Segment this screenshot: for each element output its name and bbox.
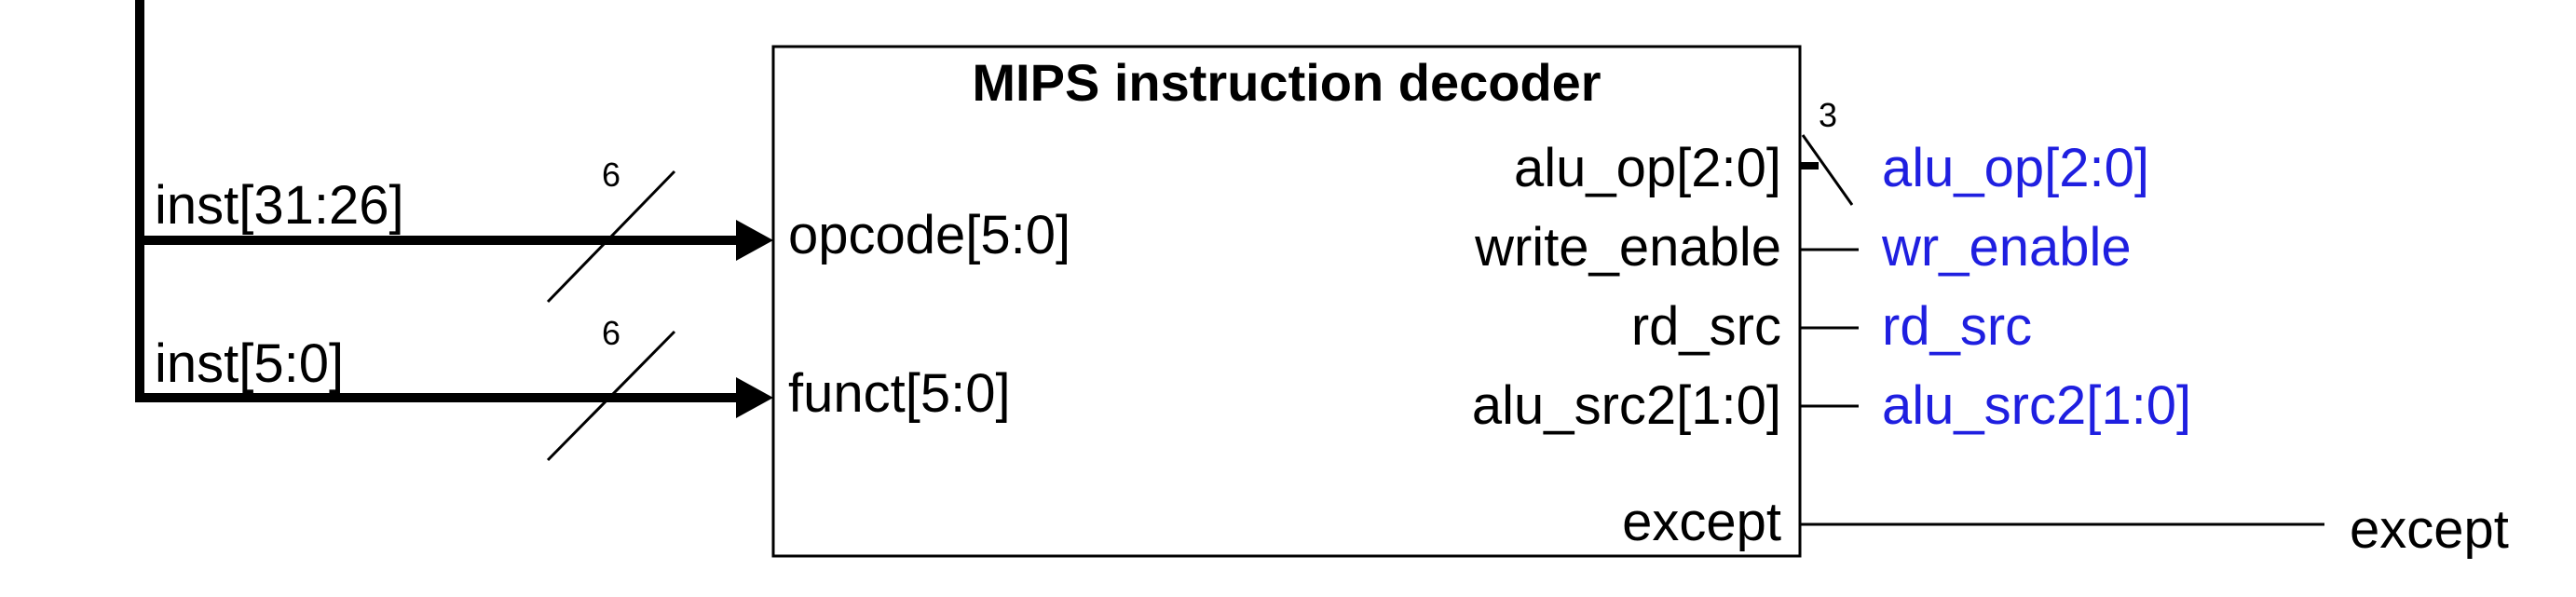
opcode-port-label: opcode[5:0] (788, 205, 1070, 265)
block-title: MIPS instruction decoder (972, 53, 1601, 112)
opcode-width-label: 6 (602, 156, 620, 194)
wr-enable-signal-label: wr_enable (1881, 217, 2132, 278)
funct-input-arrowhead (736, 377, 773, 418)
except-signal-label: except (2350, 499, 2509, 560)
funct-width-label: 6 (602, 314, 620, 352)
decoder-block (771, 45, 1802, 558)
alu-op-width-slash (1801, 134, 1854, 206)
alu-src2-port-label: alu_src2[1:0] (1472, 375, 1781, 436)
opcode-signal-label: inst[31:26] (155, 175, 404, 236)
except-port-label: except (1622, 492, 1781, 552)
rd-src-port-label: rd_src (1631, 296, 1781, 357)
alu-op-signal-label: alu_op[2:0] (1882, 138, 2149, 198)
funct-port-label: funct[5:0] (788, 363, 1011, 424)
alu-src2-signal-label: alu_src2[1:0] (1882, 375, 2191, 436)
write-enable-port-label: write_enable (1474, 217, 1781, 278)
alu-op-port-label: alu_op[2:0] (1514, 138, 1781, 198)
opcode-input-arrowhead (736, 220, 773, 261)
funct-signal-label: inst[5:0] (155, 333, 344, 394)
rd-src-signal-label: rd_src (1882, 296, 2032, 357)
alu-op-width-label: 3 (1819, 96, 1837, 134)
funct-width-slash (546, 330, 676, 462)
opcode-width-slash (546, 170, 676, 304)
